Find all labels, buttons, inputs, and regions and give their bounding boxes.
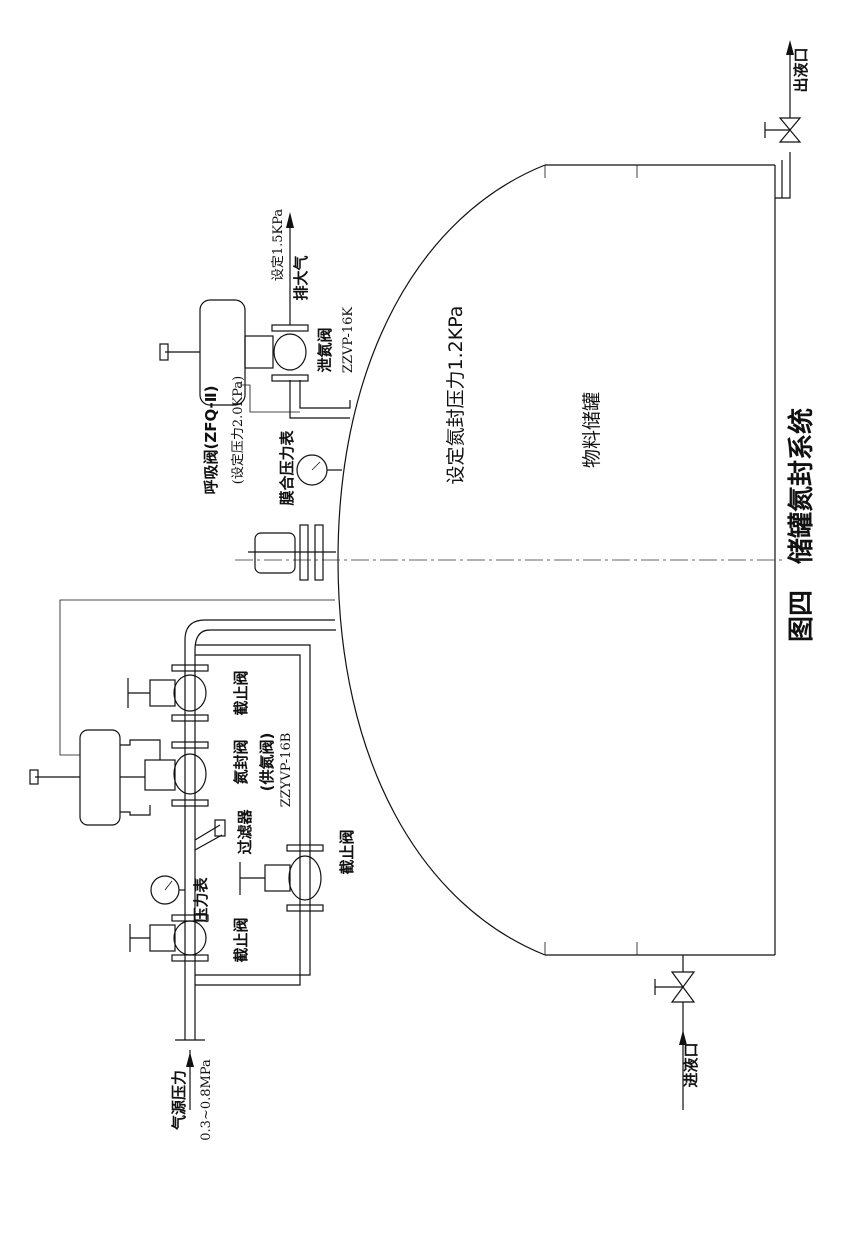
exhaust-label: 排大气 (292, 255, 310, 300)
shutoff-valve-left (129, 914, 209, 962)
diaphragm-gauge (296, 454, 342, 486)
outlet-line (764, 40, 802, 199)
filter-label: 过滤器 (236, 809, 254, 855)
source-pressure-label: 气源压力 (170, 1070, 188, 1131)
diaphragm-gauge-label: 膜合压力表 (278, 430, 296, 506)
pressure-gauge-label: 压力表 (192, 877, 210, 923)
breather-valve (248, 524, 336, 581)
vent-valve-model: ZZVP-16K (341, 307, 356, 373)
inlet-label: 进液口 (682, 1042, 700, 1087)
shutoff-left-label: 截止阀 (232, 917, 250, 962)
vent-valve (159, 212, 351, 419)
breather-valve-setpoint: (设定压力2.0KPa) (231, 376, 246, 484)
nitrogen-setpoint-label: 设定氮封压力1.2KPa (445, 306, 467, 485)
shutoff-bypass-label: 截止阀 (338, 829, 356, 874)
shutoff-valve-bypass (239, 844, 324, 912)
seal-valve-label: 氮封阀 (232, 739, 250, 784)
shutoff-valve-top (127, 664, 209, 722)
filter (194, 819, 226, 851)
seal-valve-model: ZZYVP-16B (279, 733, 294, 808)
storage-tank (235, 164, 785, 956)
shutoff-top-label: 截止阀 (232, 670, 250, 715)
supply-line (175, 619, 336, 1110)
figure-title: 图四 储罐氮封系统 (786, 408, 817, 642)
inlet-line (654, 955, 696, 1110)
pressure-gauge (150, 875, 185, 905)
tank-label: 物料储罐 (581, 392, 603, 468)
vent-valve-name: 泄氮阀 (316, 327, 334, 372)
seal-valve (29, 599, 335, 826)
vent-setpoint-label: 设定1.5KPa (271, 209, 286, 282)
outlet-label: 出液口 (792, 47, 810, 92)
seal-valve-alt-label: (供氮阀) (258, 733, 276, 792)
breather-valve-name: 呼吸阀(ZFQ-Ⅱ) (202, 386, 220, 495)
source-pressure-range: 0.3~0.8MPa (199, 1059, 214, 1141)
